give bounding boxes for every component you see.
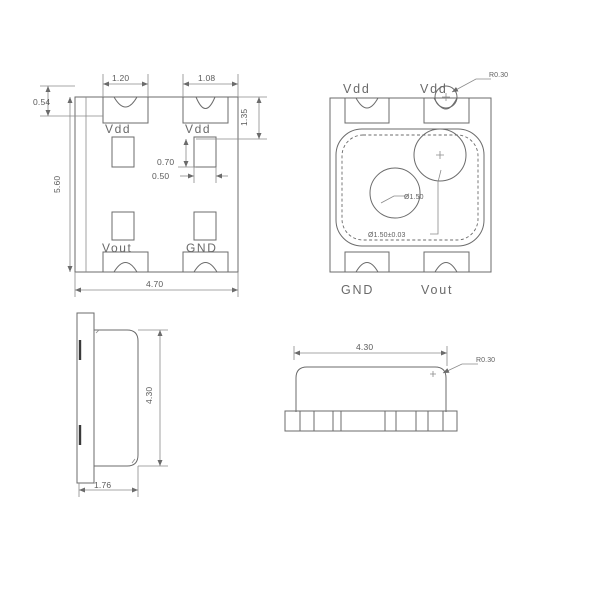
corner-tick-top bbox=[95, 329, 100, 334]
leader-dia150 bbox=[380, 195, 408, 204]
pad-notch-arc-vdd-left bbox=[114, 97, 137, 107]
center-cross-r030-front bbox=[430, 371, 436, 377]
view-top-face: Ø1.50 Ø1.50±0.03 R0.30 Vdd Vdd GND Vout bbox=[330, 72, 508, 297]
center-cross-r030 bbox=[442, 93, 450, 101]
lens-circle-lower bbox=[370, 168, 420, 218]
pad-label-vdd-left: Vdd bbox=[105, 122, 131, 136]
pad-notch-arc-gnd-tf bbox=[356, 263, 378, 273]
dimtext-108: 1.08 bbox=[198, 73, 215, 83]
pad-label-vout: Vout bbox=[102, 241, 132, 255]
pad-notch-gnd-tf bbox=[345, 252, 389, 272]
side-flange-plate bbox=[77, 313, 94, 483]
pad-label-vout-tf: Vout bbox=[421, 283, 453, 297]
pad-label-gnd: GND bbox=[186, 241, 217, 255]
pad-notch-arc-gnd bbox=[194, 263, 217, 273]
dimtext-054: 0.54 bbox=[33, 97, 50, 107]
annotation-dia150-tol: Ø1.50±0.03 bbox=[368, 232, 406, 239]
pad-label-gnd-tf: GND bbox=[341, 283, 374, 297]
pad-notch-vdd-right bbox=[183, 97, 228, 123]
dimtext-470: 4.70 bbox=[146, 279, 163, 289]
dimtext-135: 1.35 bbox=[239, 109, 249, 126]
pad-notch-gnd bbox=[183, 252, 228, 272]
dimtext-430-side: 4.30 bbox=[144, 387, 154, 404]
view-front-elevation: 4.30 R0.30 bbox=[285, 342, 495, 431]
emitter-boundary-solid bbox=[336, 129, 484, 246]
leader-r030-front bbox=[442, 363, 478, 374]
pad-notch-arc-vout-tf bbox=[435, 263, 457, 273]
inner-pad-lower-right bbox=[194, 212, 216, 240]
pad-notch-vdd-left bbox=[103, 97, 148, 123]
pad-notch-arc-vdd-right bbox=[196, 97, 215, 109]
leader-r030 bbox=[451, 78, 491, 93]
view-bottom-pad-layout: Vdd Vdd Vout GND 0.54 1.20 1.08 1.35 bbox=[33, 73, 267, 297]
center-cross-lens-upper bbox=[436, 151, 444, 159]
dimtext-176: 1.76 bbox=[94, 480, 111, 490]
pad-label-vdd-right: Vdd bbox=[185, 122, 211, 136]
annotation-r030: R0.30 bbox=[489, 72, 508, 79]
pad-notch-vout-tf bbox=[424, 252, 469, 272]
side-body-profile bbox=[94, 330, 138, 466]
front-body-outline bbox=[296, 367, 446, 412]
inner-pad-upper-left bbox=[112, 137, 134, 167]
annotation-dia150: Ø1.50 bbox=[404, 194, 424, 201]
dimtext-560: 5.60 bbox=[52, 176, 62, 193]
lens-circle-upper bbox=[414, 129, 466, 181]
pad-notch-vout bbox=[103, 252, 148, 272]
pad-notch-arc-vout bbox=[114, 263, 137, 273]
package-body-outline bbox=[75, 97, 238, 272]
dimtext-120: 1.20 bbox=[112, 73, 129, 83]
inner-pad-lower-left bbox=[112, 212, 134, 240]
body-outline-top-face bbox=[330, 98, 491, 272]
corner-radius-circle-r030 bbox=[435, 86, 457, 108]
dimtext-430-front: 4.30 bbox=[356, 342, 373, 352]
front-base-plate bbox=[285, 411, 457, 431]
annotation-r030-front: R0.30 bbox=[476, 357, 495, 364]
leader-dia150-tol bbox=[430, 169, 442, 235]
dimtext-050: 0.50 bbox=[152, 171, 169, 181]
view-side-profile: 4.30 1.76 bbox=[77, 313, 168, 497]
dimtext-070: 0.70 bbox=[157, 157, 174, 167]
pad-notch-vdd-right-tf bbox=[424, 98, 469, 123]
pad-label-vdd-right-tf: Vdd bbox=[420, 82, 448, 96]
emitter-boundary-dashed bbox=[341, 134, 479, 241]
pad-notch-vdd-left-tf bbox=[345, 98, 389, 123]
corner-tick-bottom bbox=[131, 458, 136, 464]
inner-pad-upper-right bbox=[194, 137, 216, 167]
pad-notch-arc-vdd-left-tf bbox=[356, 98, 378, 108]
pad-label-vdd-left-tf: Vdd bbox=[343, 82, 371, 96]
